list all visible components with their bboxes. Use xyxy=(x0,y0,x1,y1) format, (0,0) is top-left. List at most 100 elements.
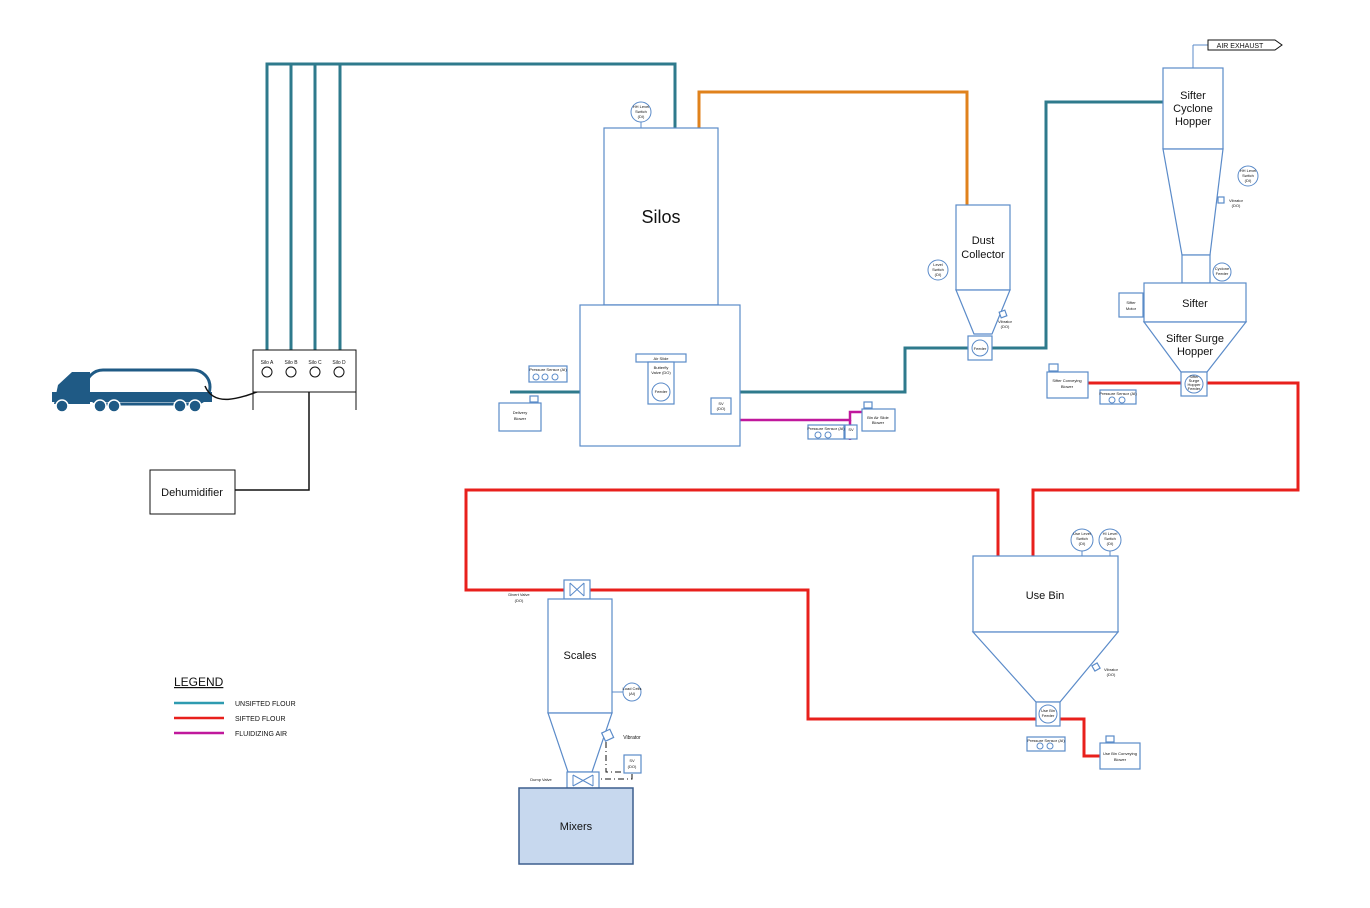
use-bin-pressure-sensor: Pressure Sensor (AI) xyxy=(1026,736,1066,752)
use-bin-blower-text-1: Use Bin Conveying xyxy=(1103,751,1137,756)
sifter-conveying-text-1: Sifter Conveying xyxy=(1052,378,1081,383)
legend-title: LEGEND xyxy=(174,675,224,689)
use-bin-vibrator-text-1: Vibrator xyxy=(1104,667,1119,672)
dust-level-switch: Level Switch (DI) xyxy=(927,259,949,281)
use-low-text-3: (DI) xyxy=(1079,541,1086,546)
mixers-text: Mixers xyxy=(560,821,593,833)
sifter-pressure-text: Pressure Sensor (AI) xyxy=(1099,391,1137,396)
silo-b-label: Silo B xyxy=(284,360,298,366)
air-slide-label: Air Slide xyxy=(654,356,670,361)
air-exhaust-text: AIR EXHAUST xyxy=(1217,43,1264,50)
silo-pressure-sensor: Pressure Sensor (AI) xyxy=(528,365,568,383)
hh-level-text-1: HH Level xyxy=(633,104,650,109)
use-low-text-1: Use Level xyxy=(1073,531,1091,536)
use-bin-pressure-text: Pressure Sensor (AI) xyxy=(1027,738,1065,743)
sifter-motor: Sifter Motor xyxy=(1118,292,1144,318)
delivery-blower-text-1: Delivery xyxy=(513,410,527,415)
load-cells: Load Cells (AI) xyxy=(612,682,642,702)
dust-level-text-3: (DI) xyxy=(935,272,942,277)
surge-feeder-text-3: Hopper xyxy=(1187,382,1201,387)
cyclone-text-2: Cyclone xyxy=(1173,103,1213,115)
sifter-text: Sifter xyxy=(1182,298,1208,310)
load-cells-text-2: (AI) xyxy=(629,691,636,696)
hh-level-text-3: (DI) xyxy=(638,114,645,119)
air-exhaust-arrow: AIR EXHAUST xyxy=(1207,39,1283,51)
scales: Scales xyxy=(547,598,613,773)
sifted-flour-lines xyxy=(464,381,1300,758)
silos: Silos Air Slide Butterfly Valve (DO) Fee… xyxy=(579,127,741,447)
butterfly-label-1: Butterfly xyxy=(654,365,669,370)
surge-feeder-text-1: Sifter xyxy=(1189,374,1199,379)
scales-text: Scales xyxy=(563,650,597,662)
cyclone-vibrator: Vibrator (DO) xyxy=(1217,196,1244,208)
scale-sv: SV (DO) xyxy=(592,754,642,780)
dust-level-text-1: Level xyxy=(933,262,943,267)
mixers: Mixers xyxy=(518,787,634,865)
cyclone-vibrator-text-2: (DO) xyxy=(1232,203,1241,208)
cyclone-level-text-2: Switch xyxy=(1242,173,1254,178)
dehumidifier xyxy=(149,469,236,515)
use-bin: Use Bin Use Bin Feeder xyxy=(971,555,1120,727)
scale-sv-text-1: SV xyxy=(629,758,635,763)
sifter: Sifter Sifter Surge Hopper Sifter Surge … xyxy=(1142,282,1248,397)
sifter-motor-text-1: Sifter xyxy=(1126,300,1136,305)
tanker-truck-icon xyxy=(52,368,212,413)
bin-air-text-2: Blower xyxy=(872,420,885,425)
dust-collector-text-2: Collector xyxy=(961,249,1005,261)
bin-air-slide-blower: Bin Air Slide Blower xyxy=(861,401,896,432)
use-bin-vibrator-text-2: (DO) xyxy=(1107,672,1116,677)
dust-collector: Dust Collector Feeder xyxy=(955,204,1011,361)
dust-exhaust-line xyxy=(697,90,969,205)
use-hl-text-2: Switch xyxy=(1104,536,1116,541)
cyclone-text-1: Sifter xyxy=(1180,90,1206,102)
cyclone-vibrator-text-1: Vibrator xyxy=(1229,198,1244,203)
dust-vibrator: Vibrator (DO) xyxy=(998,309,1013,329)
silo-pressure-text: Pressure Sensor (AI) xyxy=(529,367,567,372)
legend-label-unsifted: UNSIFTED FLOUR xyxy=(235,701,296,708)
dust-vibrator-text-1: Vibrator xyxy=(998,319,1013,324)
silo-sv-text-1: SV xyxy=(718,401,724,406)
sifter-pressure-sensor: Pressure Sensor (AI) xyxy=(1099,389,1137,405)
surge-feeder-text-4: Feeder xyxy=(1188,386,1201,391)
scale-vibrator: Vibrator xyxy=(600,728,641,773)
dust-level-text-2: Switch xyxy=(932,267,944,272)
cyclone-text-3: Hopper xyxy=(1175,116,1211,128)
use-hl-text-3: (DI) xyxy=(1107,541,1114,546)
use-bin-low-level-switch: Use Level Switch (DI) xyxy=(1070,528,1094,556)
hh-level-text-2: Switch xyxy=(635,109,647,114)
silo-sv: SV (DO) xyxy=(710,397,732,415)
divert-text-2: (DO) xyxy=(515,598,524,603)
bin-air-sv-text: SV xyxy=(848,427,854,432)
divert-text-1: Divert Valve xyxy=(508,592,530,597)
use-bin-blower-text-2: Blower xyxy=(1114,757,1127,762)
sifter-cyclone-hopper: Sifter Cyclone Hopper xyxy=(1162,44,1224,284)
legend-label-fluidizing: FLUIDIZING AIR xyxy=(235,731,287,738)
scale-sv-text-2: (DO) xyxy=(628,764,637,769)
load-cells-text-1: Load Cells xyxy=(623,686,642,691)
sifter-motor-text-2: Motor xyxy=(1126,306,1137,311)
legend-label-sifted: SIFTED FLOUR xyxy=(235,716,286,723)
silos-label: Silos xyxy=(641,207,680,227)
use-hl-text-1: HI Level xyxy=(1103,531,1118,536)
delivery-blower: Delivery Blower xyxy=(498,395,542,432)
cyclone-level-text-1: HH Level xyxy=(1240,168,1257,173)
use-bin-feeder-text-1: Use Bin xyxy=(1041,708,1055,713)
dust-collector-text-1: Dust xyxy=(972,235,995,247)
dump-valve-text: Dump Valve xyxy=(530,777,552,782)
cyclone-level-switch: HH Level Switch (DI) xyxy=(1237,165,1259,187)
divert-valve: Divert Valve (DO) xyxy=(508,579,591,603)
use-bin-feeder-text-2: Feeder xyxy=(1042,713,1055,718)
bin-air-pressure-sensor: Pressure Sensor (AI) SV xyxy=(807,424,858,440)
use-bin-conveying-blower: Use Bin Conveying Blower xyxy=(1099,735,1141,770)
silo-hh-level-switch: HH Level Switch (DI) xyxy=(630,101,652,128)
cyclone-feeder-text-1: Cyclone xyxy=(1215,266,1230,271)
use-bin-vibrator: Vibrator (DO) xyxy=(1091,662,1119,677)
dehumidifier-line xyxy=(235,392,310,491)
use-bin-text: Use Bin xyxy=(1026,590,1065,602)
surge-text-1: Sifter Surge xyxy=(1166,333,1224,345)
silo-a-label: Silo A xyxy=(261,360,274,366)
delivery-blower-text-2: Blower xyxy=(514,416,527,421)
sifter-conveying-blower: Sifter Conveying Blower xyxy=(1046,363,1089,399)
cyclone-level-text-3: (DI) xyxy=(1245,178,1252,183)
